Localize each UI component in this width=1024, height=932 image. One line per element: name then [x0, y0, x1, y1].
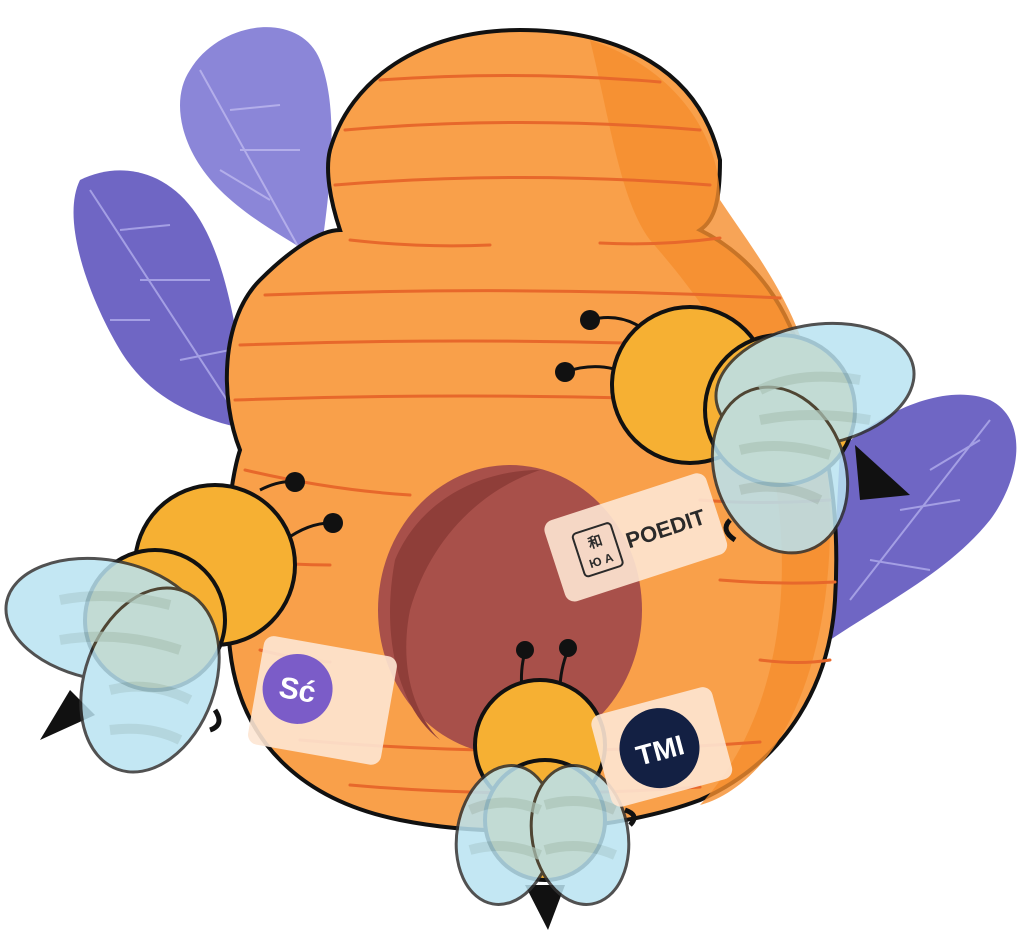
tm-sign: TMI — [591, 687, 733, 807]
leaves-group — [73, 27, 1017, 640]
smartcat-logo-text: Sć — [276, 671, 318, 710]
poedit-sign: 和 Ю A POEDIT — [544, 473, 728, 602]
leaf-icon — [830, 394, 1017, 640]
leaf-icon — [73, 170, 250, 431]
beehive-icon — [223, 27, 839, 833]
poedit-logo-glyph-top: 和 — [586, 532, 604, 552]
bee-icon — [454, 639, 637, 930]
bee-icon — [555, 305, 916, 555]
poedit-logo-icon — [571, 522, 624, 578]
bee-icon — [4, 472, 343, 774]
smartcat-sign: Sć — [248, 636, 397, 765]
smartcat-logo-icon — [262, 653, 333, 724]
tm-logo-icon — [619, 708, 700, 789]
leaf-icon — [180, 27, 332, 261]
